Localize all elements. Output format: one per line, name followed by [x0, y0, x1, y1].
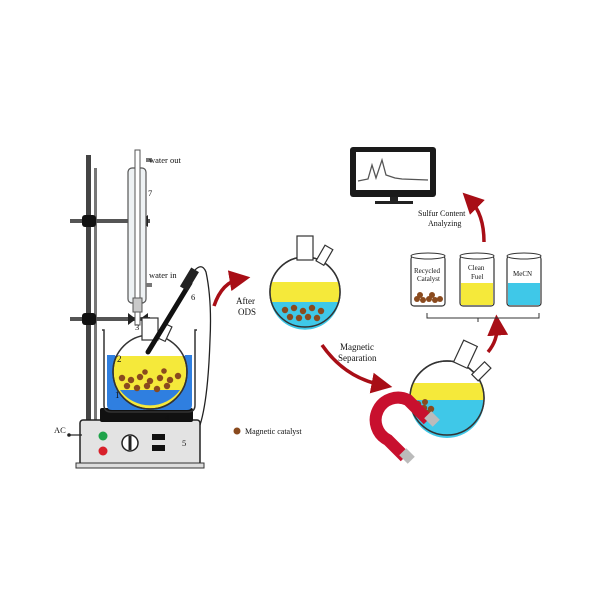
flask-bottom-blue [120, 390, 180, 406]
label-analyzing: Analyzing [428, 219, 461, 228]
label-7: 7 [148, 188, 152, 198]
clamp-knob-upper [82, 215, 96, 227]
label-catalyst: Catalyst [417, 275, 440, 283]
label-clean: Clean [468, 264, 485, 272]
chromatogram-line [357, 157, 429, 182]
label-2: 2 [117, 354, 122, 364]
beaker-outline [102, 329, 197, 413]
separation-flask [409, 339, 492, 438]
control-dial-pointer [128, 436, 132, 450]
beaker-mecn [506, 252, 542, 307]
display-lower [152, 445, 165, 451]
label-8: 8 [404, 423, 408, 433]
label-6: 6 [191, 292, 195, 302]
legend-catalyst-dot [233, 427, 241, 435]
display-upper [152, 434, 165, 440]
beaker-clean-fuel [459, 252, 495, 307]
label-fuel: Fuel [471, 273, 484, 281]
stand-rod-2 [94, 168, 97, 428]
label-3: 3 [135, 322, 139, 332]
after-ods-flask [269, 235, 341, 330]
power-light-red [98, 446, 108, 456]
clamp-knob-lower [82, 313, 96, 325]
condenser-inner [134, 149, 141, 326]
arrow-to-analyzer [462, 192, 486, 243]
horseshoe-magnet [369, 391, 440, 464]
reaction-setup [67, 149, 212, 469]
label-sulfur: Sulfur Content [418, 209, 466, 218]
label-recycled: Recycled [414, 267, 441, 275]
label-magnetic: Magnetic [340, 342, 374, 352]
ac-plug [67, 433, 71, 437]
monitor [350, 147, 436, 204]
label-ods: ODS [238, 307, 256, 317]
clamp-arm-lower [70, 317, 150, 321]
probe-cable [193, 266, 212, 426]
power-light-green [98, 431, 108, 441]
label-after: After [236, 296, 255, 306]
label-1: 1 [115, 390, 120, 400]
condenser-top-nozzle [146, 158, 152, 162]
probe-handle [179, 267, 199, 292]
after-ods-catalyst [281, 304, 325, 322]
arrow-to-after-ods [212, 270, 251, 307]
products-bracket [426, 313, 540, 322]
label-ac: AC [54, 425, 66, 435]
condenser-joint [132, 297, 143, 313]
label-water-out: water out [149, 155, 182, 165]
stand-rod [86, 155, 91, 425]
legend-label: Magnetic catalyst [245, 427, 302, 436]
condenser-bottom-nozzle [146, 283, 152, 287]
flask-neck [141, 317, 159, 341]
label-separation: Separation [338, 353, 377, 363]
hot-plate-base [75, 462, 205, 469]
clamp-arm-upper [70, 219, 150, 223]
flask-catalyst-particles [118, 368, 182, 393]
label-water-in: water in [149, 270, 177, 280]
label-mecn: MeCN [513, 270, 532, 278]
label-5: 5 [182, 438, 186, 448]
hot-plate-top [100, 408, 193, 422]
beaker-recycled-catalyst [410, 252, 446, 307]
arrow-magnetic-separation [320, 343, 393, 394]
temperature-probe [145, 280, 193, 355]
label-4: 4 [165, 412, 170, 422]
arrow-to-products [486, 314, 509, 354]
